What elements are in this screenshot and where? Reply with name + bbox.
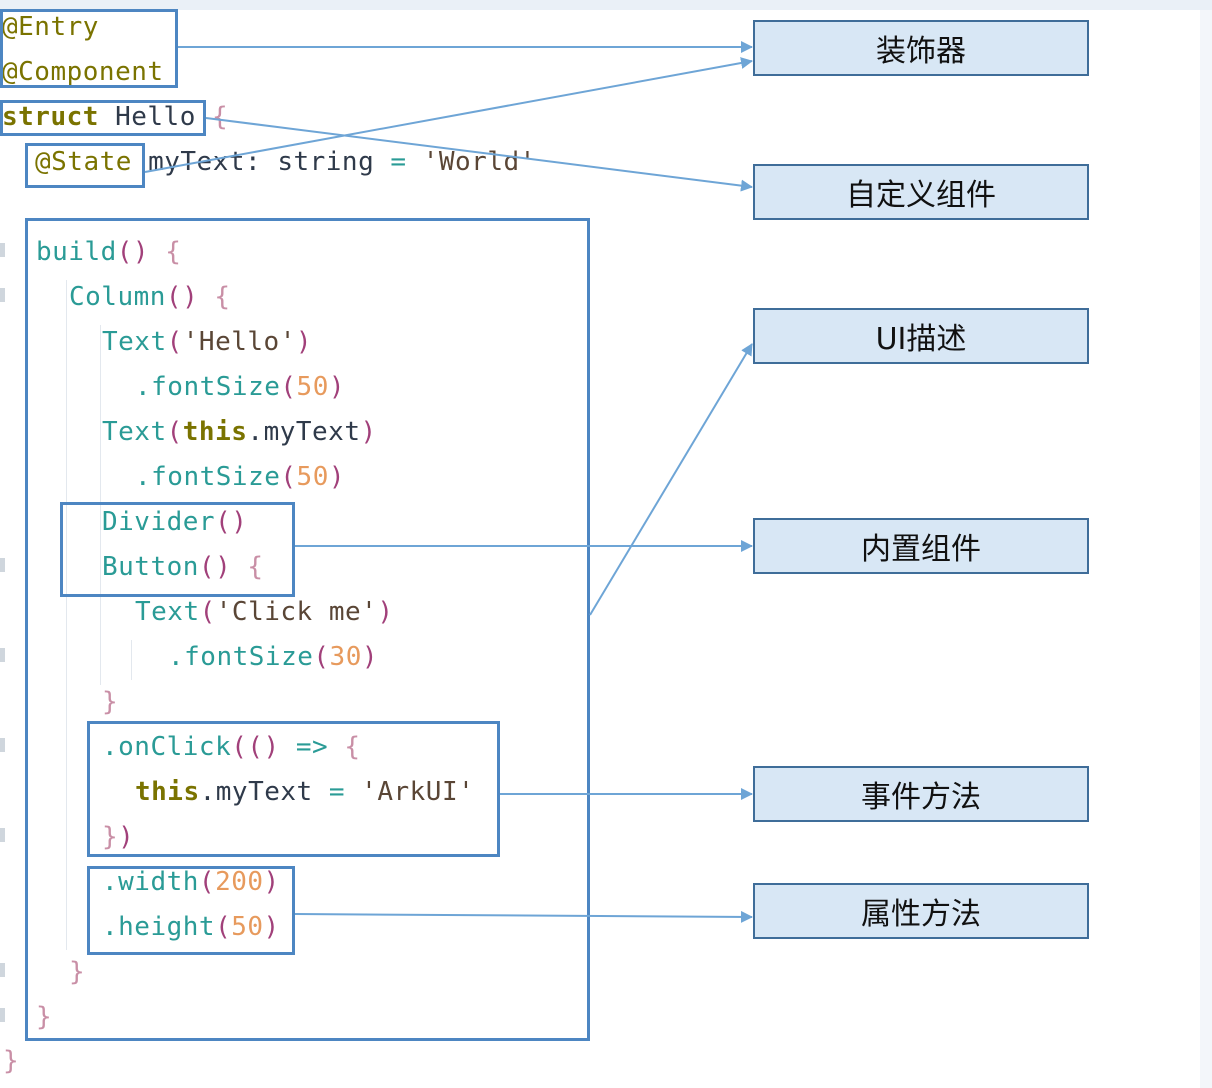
label-attribute-method: 属性方法	[753, 883, 1089, 939]
indent-guide	[100, 325, 101, 685]
label-custom-component: 自定义组件	[753, 164, 1089, 220]
code-line-button: Button() {	[102, 552, 264, 582]
code-line-close-button: }	[102, 687, 119, 717]
gutter-tick	[0, 558, 5, 572]
code-line-close-struct: }	[3, 1046, 20, 1076]
code-line-divider: Divider()	[102, 507, 248, 537]
arrow-struct	[205, 117, 753, 192]
code-line-close-build: }	[36, 1002, 53, 1032]
code-line-text-click: Text('Click me')	[135, 597, 394, 627]
code-line-text-hello: Text('Hello')	[102, 327, 313, 357]
label-builtin-component: 内置组件	[753, 518, 1089, 574]
code-line-fontsize-2: .fontSize(50)	[135, 462, 346, 492]
code-line-column: Column() {	[69, 282, 231, 312]
frame-attributes	[87, 866, 295, 955]
frame-onclick	[87, 721, 500, 857]
gutter-tick	[0, 288, 5, 302]
code-line-close-onclick: })	[102, 822, 135, 852]
indent-guide	[131, 640, 132, 680]
code-line-text-mytext: Text(this.myText)	[102, 417, 377, 447]
label-decorator: 装饰器	[753, 20, 1089, 76]
code-line-entry: @Entry	[2, 12, 99, 42]
code-line-height: .height(50)	[102, 912, 280, 942]
frame-build	[25, 218, 590, 1041]
code-line-build: build() {	[36, 237, 182, 267]
code-line-onclick: .onClick(() => {	[102, 732, 361, 762]
right-band	[1200, 10, 1212, 1088]
gutter-tick	[0, 243, 5, 257]
gutter-tick	[0, 963, 5, 977]
top-band	[0, 0, 1212, 10]
gutter-tick	[0, 1008, 5, 1022]
arrow-state	[144, 57, 753, 173]
indent-guide	[66, 280, 67, 950]
arrow-attributes	[294, 910, 753, 923]
frame-state	[25, 143, 145, 188]
code-line-component: @Component	[2, 57, 164, 87]
frame-struct	[0, 100, 206, 136]
gutter-tick	[0, 648, 5, 662]
label-event-method: 事件方法	[753, 766, 1089, 822]
label-ui-description: UI描述	[753, 308, 1089, 364]
code-line-width: .width(200)	[102, 867, 280, 897]
arrow-build	[589, 343, 753, 616]
code-line-fontsize-3: .fontSize(30)	[168, 642, 379, 672]
code-line-state: @State myText: string = 'World'	[35, 147, 536, 177]
frame-builtin	[60, 502, 295, 597]
code-line-close-column: }	[69, 957, 86, 987]
gutter-tick	[0, 738, 5, 752]
code-line-struct: struct Hello {	[2, 102, 229, 132]
gutter-tick	[0, 828, 5, 842]
frame-decorators	[0, 9, 178, 88]
code-line-fontsize-1: .fontSize(50)	[135, 372, 346, 402]
code-line-assign: this.myText = 'ArkUI'	[135, 777, 475, 807]
